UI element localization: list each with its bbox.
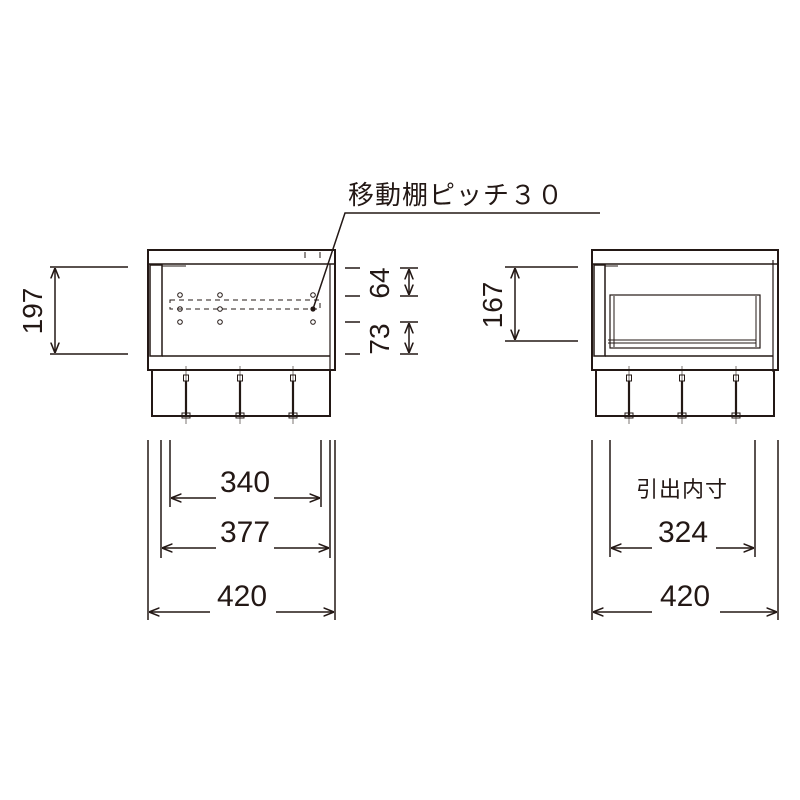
- right-width-dimensions: 引出内寸 324 420: [591, 440, 779, 620]
- left-width-dimensions: 340 377 420: [147, 440, 336, 620]
- right-height-value: 167: [477, 282, 508, 329]
- left-adjuster-feet: [181, 366, 298, 424]
- inner-width-value: 340: [220, 466, 270, 499]
- right-height-dimension: 167: [477, 266, 578, 342]
- mid-width-value: 377: [220, 516, 270, 549]
- left-door-edge: [149, 264, 163, 357]
- right-cabinet-body: [591, 249, 779, 371]
- shelf-pitch-label: 移動棚ピッチ３０: [348, 180, 564, 210]
- left-cabinet-body: [147, 249, 336, 371]
- left-height-value: 197: [17, 288, 48, 335]
- right-drawer-view: [591, 249, 779, 424]
- left-base: [151, 369, 331, 417]
- right-outer-width-value: 420: [660, 580, 710, 613]
- lower-gap-value: 73: [364, 323, 395, 354]
- shelf-gap-dimensions: 64 73: [345, 267, 418, 355]
- shelf-pitch-callout: 移動棚ピッチ３０: [312, 180, 600, 310]
- left-height-dimension: 197: [17, 266, 128, 355]
- left-cabinet-view: [147, 249, 336, 424]
- left-outer-width-value: 420: [217, 580, 267, 613]
- right-base: [595, 369, 775, 417]
- drawer-inner-width-value: 324: [658, 516, 708, 549]
- upper-gap-value: 64: [364, 267, 395, 298]
- right-door-edge: [593, 264, 606, 357]
- right-adjuster-feet: [624, 366, 741, 424]
- movable-shelf: [169, 299, 321, 310]
- drawer-inner-label: 引出内寸: [636, 477, 728, 502]
- drawer: [609, 294, 761, 349]
